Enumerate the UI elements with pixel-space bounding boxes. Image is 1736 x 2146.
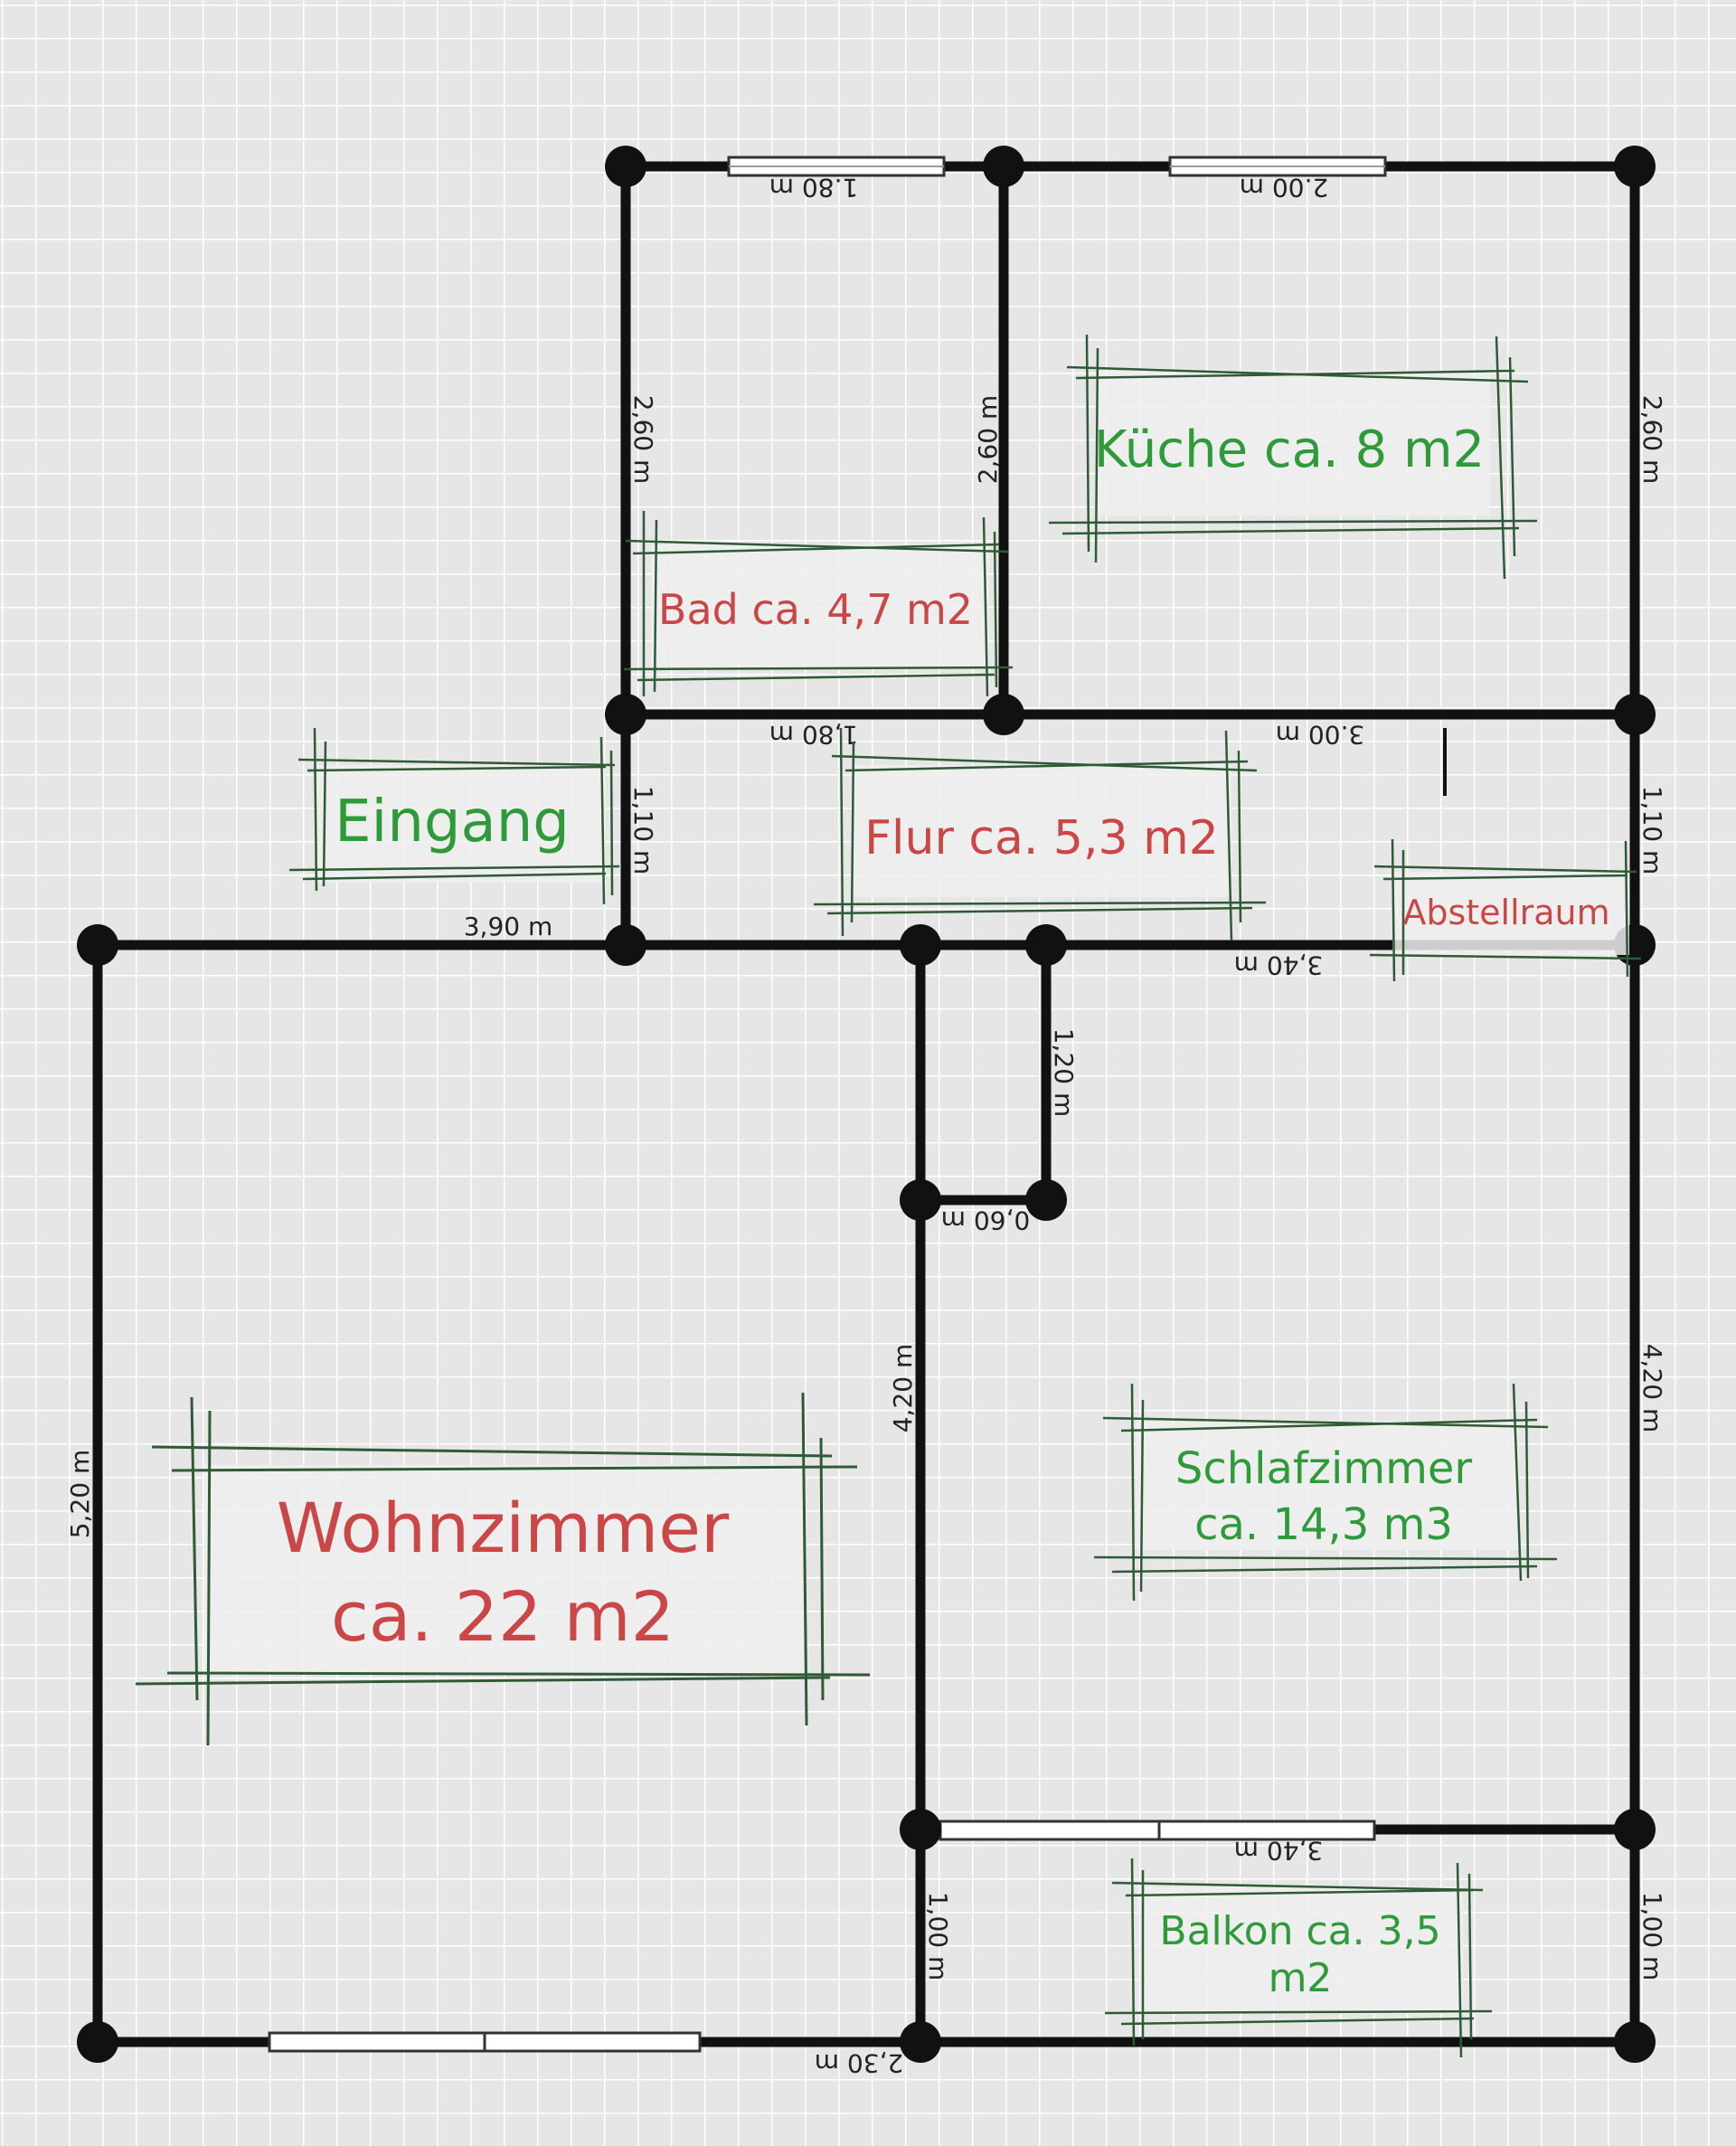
window-balkon-2 [1157, 1820, 1376, 1841]
room-kueche-text: Küche ca. 8 m2 [1094, 421, 1485, 479]
room-schlafzimmer-line2: ca. 14,3 m3 [1194, 1499, 1453, 1550]
room-balkon-line1: Balkon ca. 3,5 [1159, 1908, 1440, 1954]
dim-closet-bottom: 0,60 m [941, 1205, 1031, 1235]
room-label-wohnzimmer: Wohnzimmer ca. 22 m2 [135, 1392, 871, 1746]
dim-balkon-top: 3,40 m [1234, 1836, 1324, 1866]
dim-closet-side: 1,20 m [1049, 1028, 1079, 1118]
room-label-schlafzimmer: Schlafzimmer ca. 14,3 m3 [1093, 1383, 1558, 1602]
walls [92, 161, 1640, 2047]
room-label-eingang: Eingang [288, 727, 620, 905]
dim-eingang-wall: 1,10 m [628, 786, 658, 875]
dim-flur-top-left: 1,80 m [769, 720, 859, 750]
room-label-bad: Bad ca. 4,7 m2 [623, 511, 1014, 697]
room-bad-text: Bad ca. 4,7 m2 [658, 585, 973, 634]
room-flur-text: Flur ca. 5,3 m2 [864, 811, 1219, 865]
dim-balkon-left: 1,00 m [923, 1892, 953, 1981]
wall-joints [77, 146, 1656, 2063]
room-label-abstellraum: Abstellraum [1369, 838, 1642, 982]
dim-bad-top: 1.80 m [769, 173, 859, 203]
windows [268, 156, 1387, 2053]
dimension-labels: 1.80 m 2.00 m 2,60 m 2,60 m 2,60 m 1,80 … [65, 173, 1667, 2078]
dim-corridor-top: 3,90 m [464, 912, 553, 941]
room-wohnzimmer-line2: ca. 22 m2 [331, 1576, 675, 1657]
window-balkon-1 [939, 1820, 1161, 1841]
dim-balkon-right: 1,00 m [1637, 1892, 1667, 1981]
window-wohn-1 [268, 2031, 486, 2053]
room-abstellraum-text: Abstellraum [1402, 893, 1609, 932]
dim-bad-left: 2,60 m [628, 395, 658, 485]
room-wohnzimmer-line1: Wohnzimmer [277, 1488, 730, 1568]
dim-kueche-right: 2,60 m [1637, 395, 1667, 485]
room-label-flur: Flur ca. 5,3 m2 [813, 727, 1267, 941]
window-wohn-2 [483, 2031, 702, 2053]
dim-bad-right: 2,60 m [973, 395, 1003, 485]
room-schlafzimmer-line1: Schlafzimmer [1175, 1443, 1473, 1494]
dim-flur-bottom: 3,40 m [1234, 950, 1324, 980]
dim-schlaf-right: 4,20 m [1637, 1344, 1667, 1433]
dim-abstell-right: 1,10 m [1637, 786, 1667, 875]
room-label-balkon: Balkon ca. 3,5 m2 [1104, 1858, 1493, 2058]
dim-wohn-left: 5,20 m [65, 1450, 95, 1539]
dim-schlaf-left: 4,20 m [888, 1344, 918, 1433]
dim-kueche-top: 2.00 m [1240, 173, 1329, 203]
room-balkon-line2: m2 [1269, 1955, 1333, 2001]
dim-bottom-wall: 2,30 m [815, 2048, 904, 2078]
dim-flur-top-right: 3.00 m [1276, 720, 1365, 750]
room-label-kueche: Küche ca. 8 m2 [1048, 334, 1538, 580]
room-eingang-text: Eingang [335, 789, 570, 856]
